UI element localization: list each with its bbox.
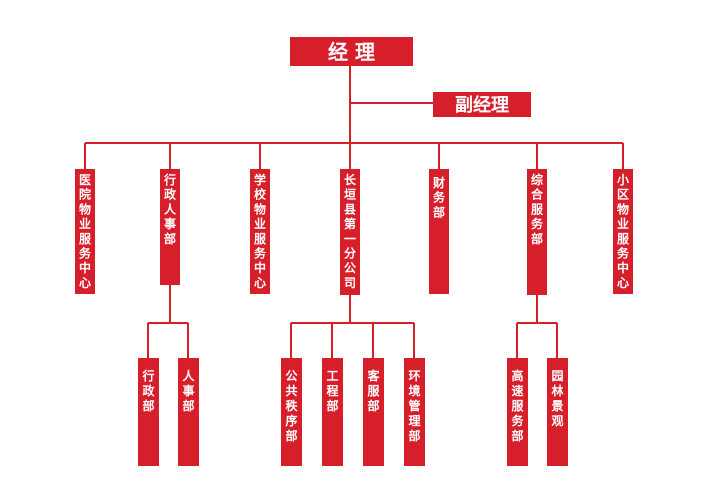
subdept-highway-service-label: 高速服务部 bbox=[511, 368, 524, 443]
subdept-highway-service: 高速服务部 bbox=[507, 358, 528, 466]
dept-community-property-label: 小区物业服务中心 bbox=[617, 172, 630, 290]
deputy-manager-title: 副经理 bbox=[455, 94, 509, 116]
deputy-manager-box: 副经理 bbox=[433, 92, 531, 117]
subdept-public-order: 公共秩序部 bbox=[281, 358, 302, 466]
subdept-customer-service-label: 客服部 bbox=[366, 368, 380, 413]
subdept-engineering-label: 工程部 bbox=[326, 369, 338, 413]
subdept-customer-service: 客服部 bbox=[363, 358, 384, 466]
dept-changyuan-branch: 长垣县第一分公司 bbox=[340, 169, 360, 295]
subdept-hr: 人事部 bbox=[178, 358, 199, 466]
subdept-landscape: 园林景观 bbox=[547, 358, 568, 466]
subdept-admin: 行政部 bbox=[138, 358, 159, 466]
dept-school-property: 学校物业服务中心 bbox=[250, 169, 270, 294]
dept-community-property: 小区物业服务中心 bbox=[613, 169, 633, 294]
dept-finance: 财务部 bbox=[429, 169, 449, 294]
dept-finance-label: 财务部 bbox=[432, 175, 446, 219]
subdept-landscape-label: 园林景观 bbox=[551, 369, 563, 428]
dept-admin-hr-label: 行政人事部 bbox=[163, 172, 177, 246]
subdept-public-order-label: 公共秩序部 bbox=[285, 369, 298, 443]
subdept-environment: 环境管理部 bbox=[404, 358, 425, 466]
dept-integrated-services: 综合服务部 bbox=[527, 169, 547, 295]
sub-departments-row: 行政部 人事部 公共秩序部 工程部 客服部 环境管理部 高速服务部 园林景观 bbox=[138, 358, 568, 466]
dept-admin-hr: 行政人事部 bbox=[160, 169, 180, 285]
manager-title: 经 理 bbox=[328, 40, 375, 64]
subdept-engineering: 工程部 bbox=[322, 358, 343, 466]
subdept-admin-label: 行政部 bbox=[141, 368, 155, 413]
subdept-hr-label: 人事部 bbox=[182, 368, 195, 413]
subdept-environment-label: 环境管理部 bbox=[408, 369, 420, 443]
connector-lines bbox=[84, 66, 624, 358]
dept-integrated-services-label: 综合服务部 bbox=[531, 172, 544, 246]
dept-school-property-label: 学校物业服务中心 bbox=[254, 172, 267, 290]
dept-changyuan-branch-label: 长垣县第一分公司 bbox=[344, 172, 357, 290]
dept-hospital-property-label: 医院物业服务中心 bbox=[79, 173, 92, 290]
dept-hospital-property: 医院物业服务中心 bbox=[75, 169, 95, 294]
manager-box: 经 理 bbox=[290, 37, 413, 66]
departments-row: 医院物业服务中心 行政人事部 学校物业服务中心 长垣县第一分公司 财务部 综合服… bbox=[75, 169, 633, 295]
